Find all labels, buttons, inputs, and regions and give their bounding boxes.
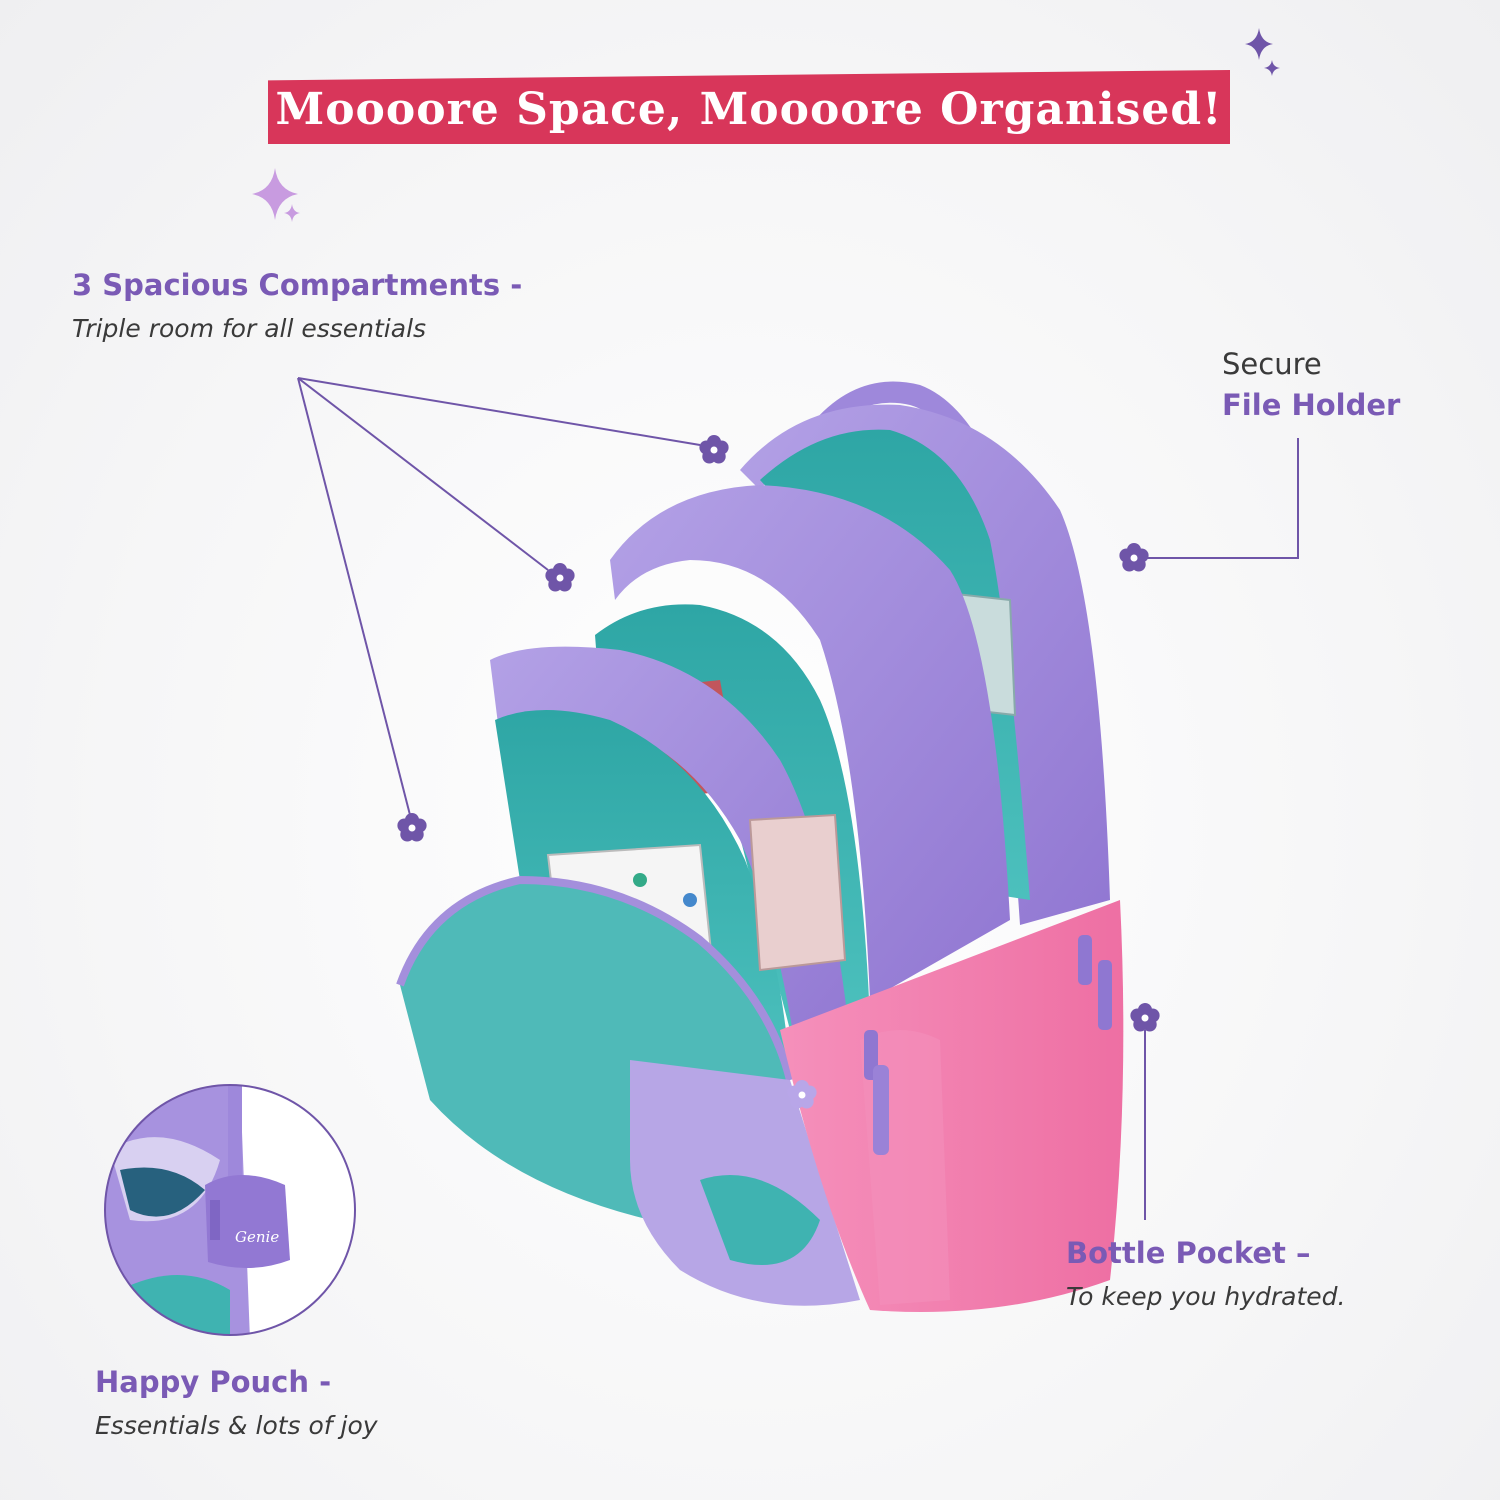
flower-icon [1119, 543, 1149, 572]
bottle-pocket-subtitle: To keep you hydrated. [1066, 1282, 1346, 1311]
leader-line [297, 377, 411, 816]
compartments-subtitle: Triple room for all essentials [72, 314, 427, 343]
sparkle-icon [252, 168, 300, 222]
flower-icon [787, 1080, 817, 1109]
file-holder-line1: Secure [1222, 347, 1322, 381]
happy-pouch-subtitle: Essentials & lots of joy [95, 1411, 378, 1440]
flower-icon [545, 563, 575, 592]
brand-logo: Genie [235, 1228, 280, 1246]
flower-icon [1130, 1003, 1160, 1032]
flower-icon [397, 813, 427, 842]
leader-line [297, 377, 701, 446]
banner-title: Moooore Space, Moooore Organised! [275, 83, 1223, 135]
happy-pouch-heading: Happy Pouch - [95, 1365, 332, 1399]
bottle-pocket-heading: Bottle Pocket – [1066, 1236, 1311, 1270]
leader-line [297, 377, 549, 571]
title-banner [268, 70, 1230, 144]
leader-line [1145, 438, 1299, 559]
sparkle-icon [1245, 28, 1280, 76]
compartments-heading: 3 Spacious Compartments - [72, 268, 523, 302]
file-holder-heading: File Holder [1222, 388, 1401, 422]
flower-icon [699, 435, 729, 464]
